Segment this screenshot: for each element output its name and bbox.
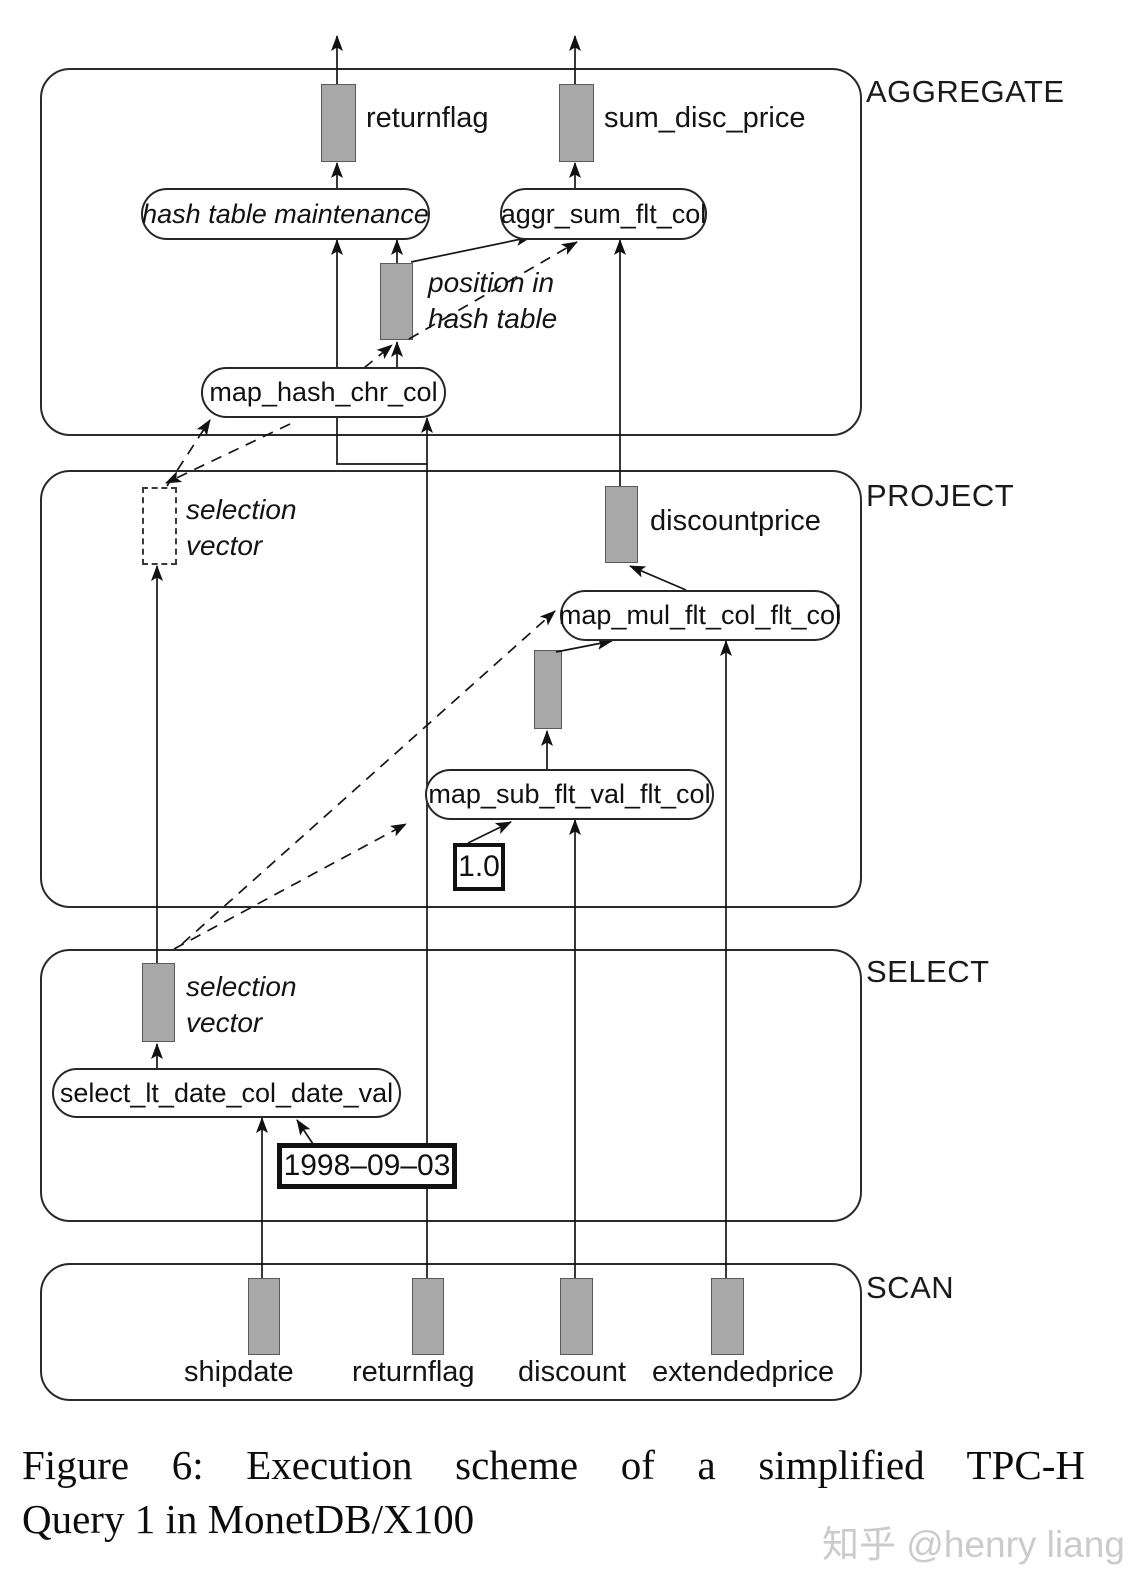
aggregate-box [40, 68, 862, 436]
stage-label-project: PROJECT [866, 478, 1015, 513]
extendedprice-column-bar [711, 1278, 744, 1355]
returnflag-output-label: returnflag [366, 102, 489, 134]
extendedprice-label: extendedprice [652, 1356, 835, 1388]
discountprice-vector-bar [605, 486, 638, 563]
select-selection-line2: vector [186, 1007, 263, 1039]
scan-box [40, 1263, 862, 1401]
operator-aggr-sum-flt-col: aggr_sum_flt_col [500, 188, 707, 240]
select-selection-vector-annotation: selection vector [186, 969, 297, 1042]
position-annotation-line1: position in [428, 267, 555, 298]
position-annotation-line2: hash table [428, 303, 558, 335]
returnflag-column-bar [412, 1278, 444, 1355]
returnflag-output-vector-bar [321, 84, 356, 162]
watermark-text: 知乎 @henry liang [822, 1524, 1125, 1565]
project-selection-vector-annotation: selection vector [186, 492, 297, 565]
figure-caption-line1: Figure 6: Execution scheme of a simplifi… [22, 1442, 1085, 1488]
discountprice-label: discountprice [650, 505, 821, 537]
stage-label-aggregate: AGGREGATE [866, 74, 1065, 109]
select-selection-vector-bar [142, 963, 175, 1042]
shipdate-column-bar [248, 1278, 280, 1355]
returnflag-label: returnflag [352, 1356, 475, 1388]
operator-hash-table-maintenance: hash table maintenance [141, 188, 430, 240]
operator-map-hash-chr-col: map_hash_chr_col [201, 367, 446, 418]
discount-label: discount [518, 1356, 627, 1388]
constant-date: 1998–09–03 [277, 1143, 457, 1189]
select-box [40, 949, 862, 1222]
stage-label-scan: SCAN [866, 1270, 955, 1305]
operator-select-lt-date-col-date-val: select_lt_date_col_date_val [52, 1068, 401, 1118]
project-selection-vector-dashed [142, 487, 177, 565]
project-selection-line1: selection [186, 494, 297, 525]
sum-disc-price-vector-bar [559, 84, 594, 162]
project-selection-line2: vector [186, 530, 263, 562]
sum-disc-price-label: sum_disc_price [604, 102, 806, 134]
position-in-hash-table-vector-bar [380, 263, 413, 340]
shipdate-label: shipdate [184, 1356, 294, 1388]
map-sub-output-vector-bar [534, 650, 562, 729]
position-in-hash-table-annotation: position in hash table [428, 265, 557, 338]
discount-column-bar [560, 1278, 593, 1355]
operator-map-sub-flt-val-flt-col: map_sub_flt_val_flt_col [425, 769, 714, 820]
figure-caption-line2: Query 1 in MonetDB/X100 [22, 1496, 475, 1542]
operator-map-mul-flt-col-flt-col: map_mul_flt_col_flt_col [559, 590, 841, 641]
select-selection-line1: selection [186, 971, 297, 1002]
stage-label-select: SELECT [866, 954, 990, 989]
constant-one: 1.0 [453, 843, 505, 891]
